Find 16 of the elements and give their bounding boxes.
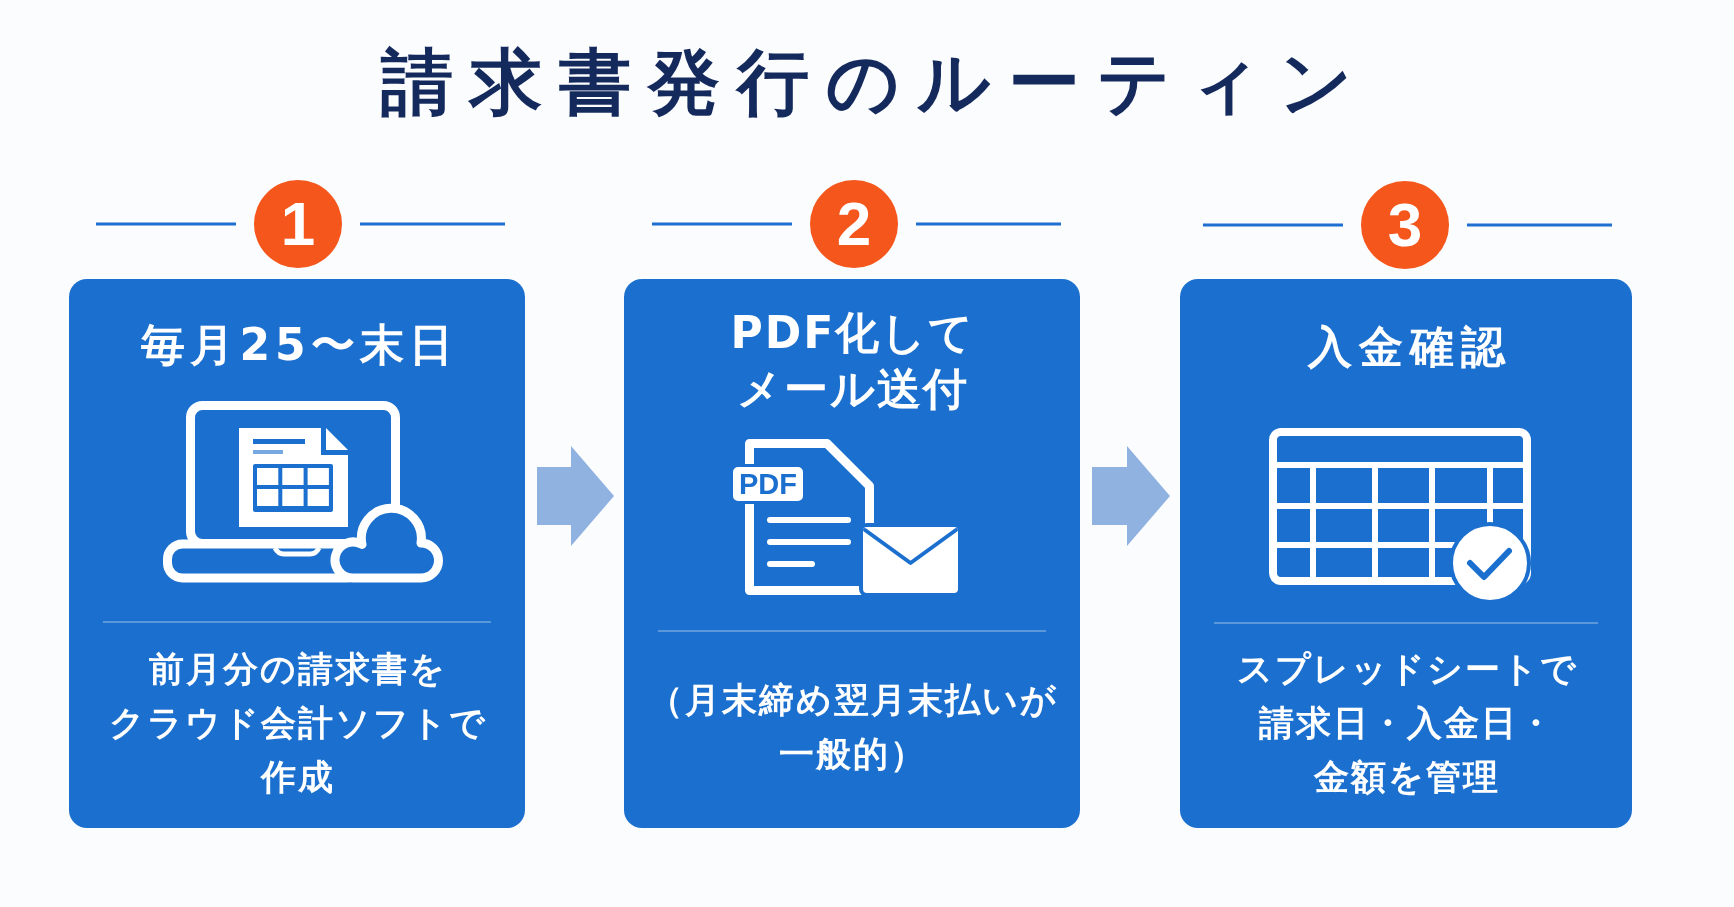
arrow [537,446,614,546]
step-description: スプレッドシートで請求日・入金日・金額を管理 [1235,648,1578,799]
page-title: 請求書発行のルーティン [379,40,1370,124]
step-heading: PDF化してメール送付 [729,306,976,416]
step-number: 1 [254,180,342,268]
step-description: 前月分の請求書をクラウド会計ソフトで作成 [108,647,487,799]
step-number: 2 [810,180,898,268]
arrow [1092,446,1170,546]
file-type-tag: PDF [730,464,806,504]
step-card [624,279,1080,828]
step-description: （月末締め翌月末払いが一般的） [647,679,1058,776]
step-number: 3 [1361,181,1449,269]
step-heading: 入金確認 [1306,321,1512,373]
step-heading: 毎月25〜末日 [140,319,458,371]
step-card [1180,279,1632,828]
step-card [69,279,525,828]
